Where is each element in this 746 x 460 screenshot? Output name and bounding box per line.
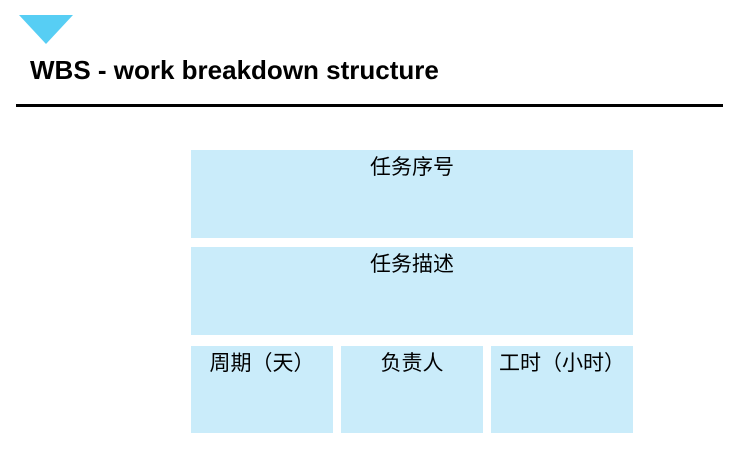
wbs-box-task-id-label: 任务序号 [370, 156, 454, 179]
wbs-box-task-description: 任务描述 [191, 247, 633, 335]
wbs-box-duration-days-label: 周期（天） [209, 352, 315, 375]
wbs-box-work-hours: 工时（小时） [491, 346, 633, 433]
wbs-bottom-row: 周期（天） 负责人 工时（小时） [191, 346, 633, 433]
slide-title: WBS - work breakdown structure [30, 55, 439, 85]
wbs-box-work-hours-label: 工时（小时） [499, 352, 625, 375]
wbs-box-task-description-label: 任务描述 [370, 253, 454, 276]
wbs-box-owner: 负责人 [341, 346, 483, 433]
wbs-box-task-id: 任务序号 [191, 150, 633, 238]
down-triangle-icon [19, 15, 73, 44]
title-divider [16, 104, 723, 107]
wbs-diagram: 任务序号 任务描述 周期（天） 负责人 工时（小时） [191, 150, 633, 433]
wbs-box-owner-label: 负责人 [380, 352, 444, 375]
wbs-box-duration-days: 周期（天） [191, 346, 333, 433]
